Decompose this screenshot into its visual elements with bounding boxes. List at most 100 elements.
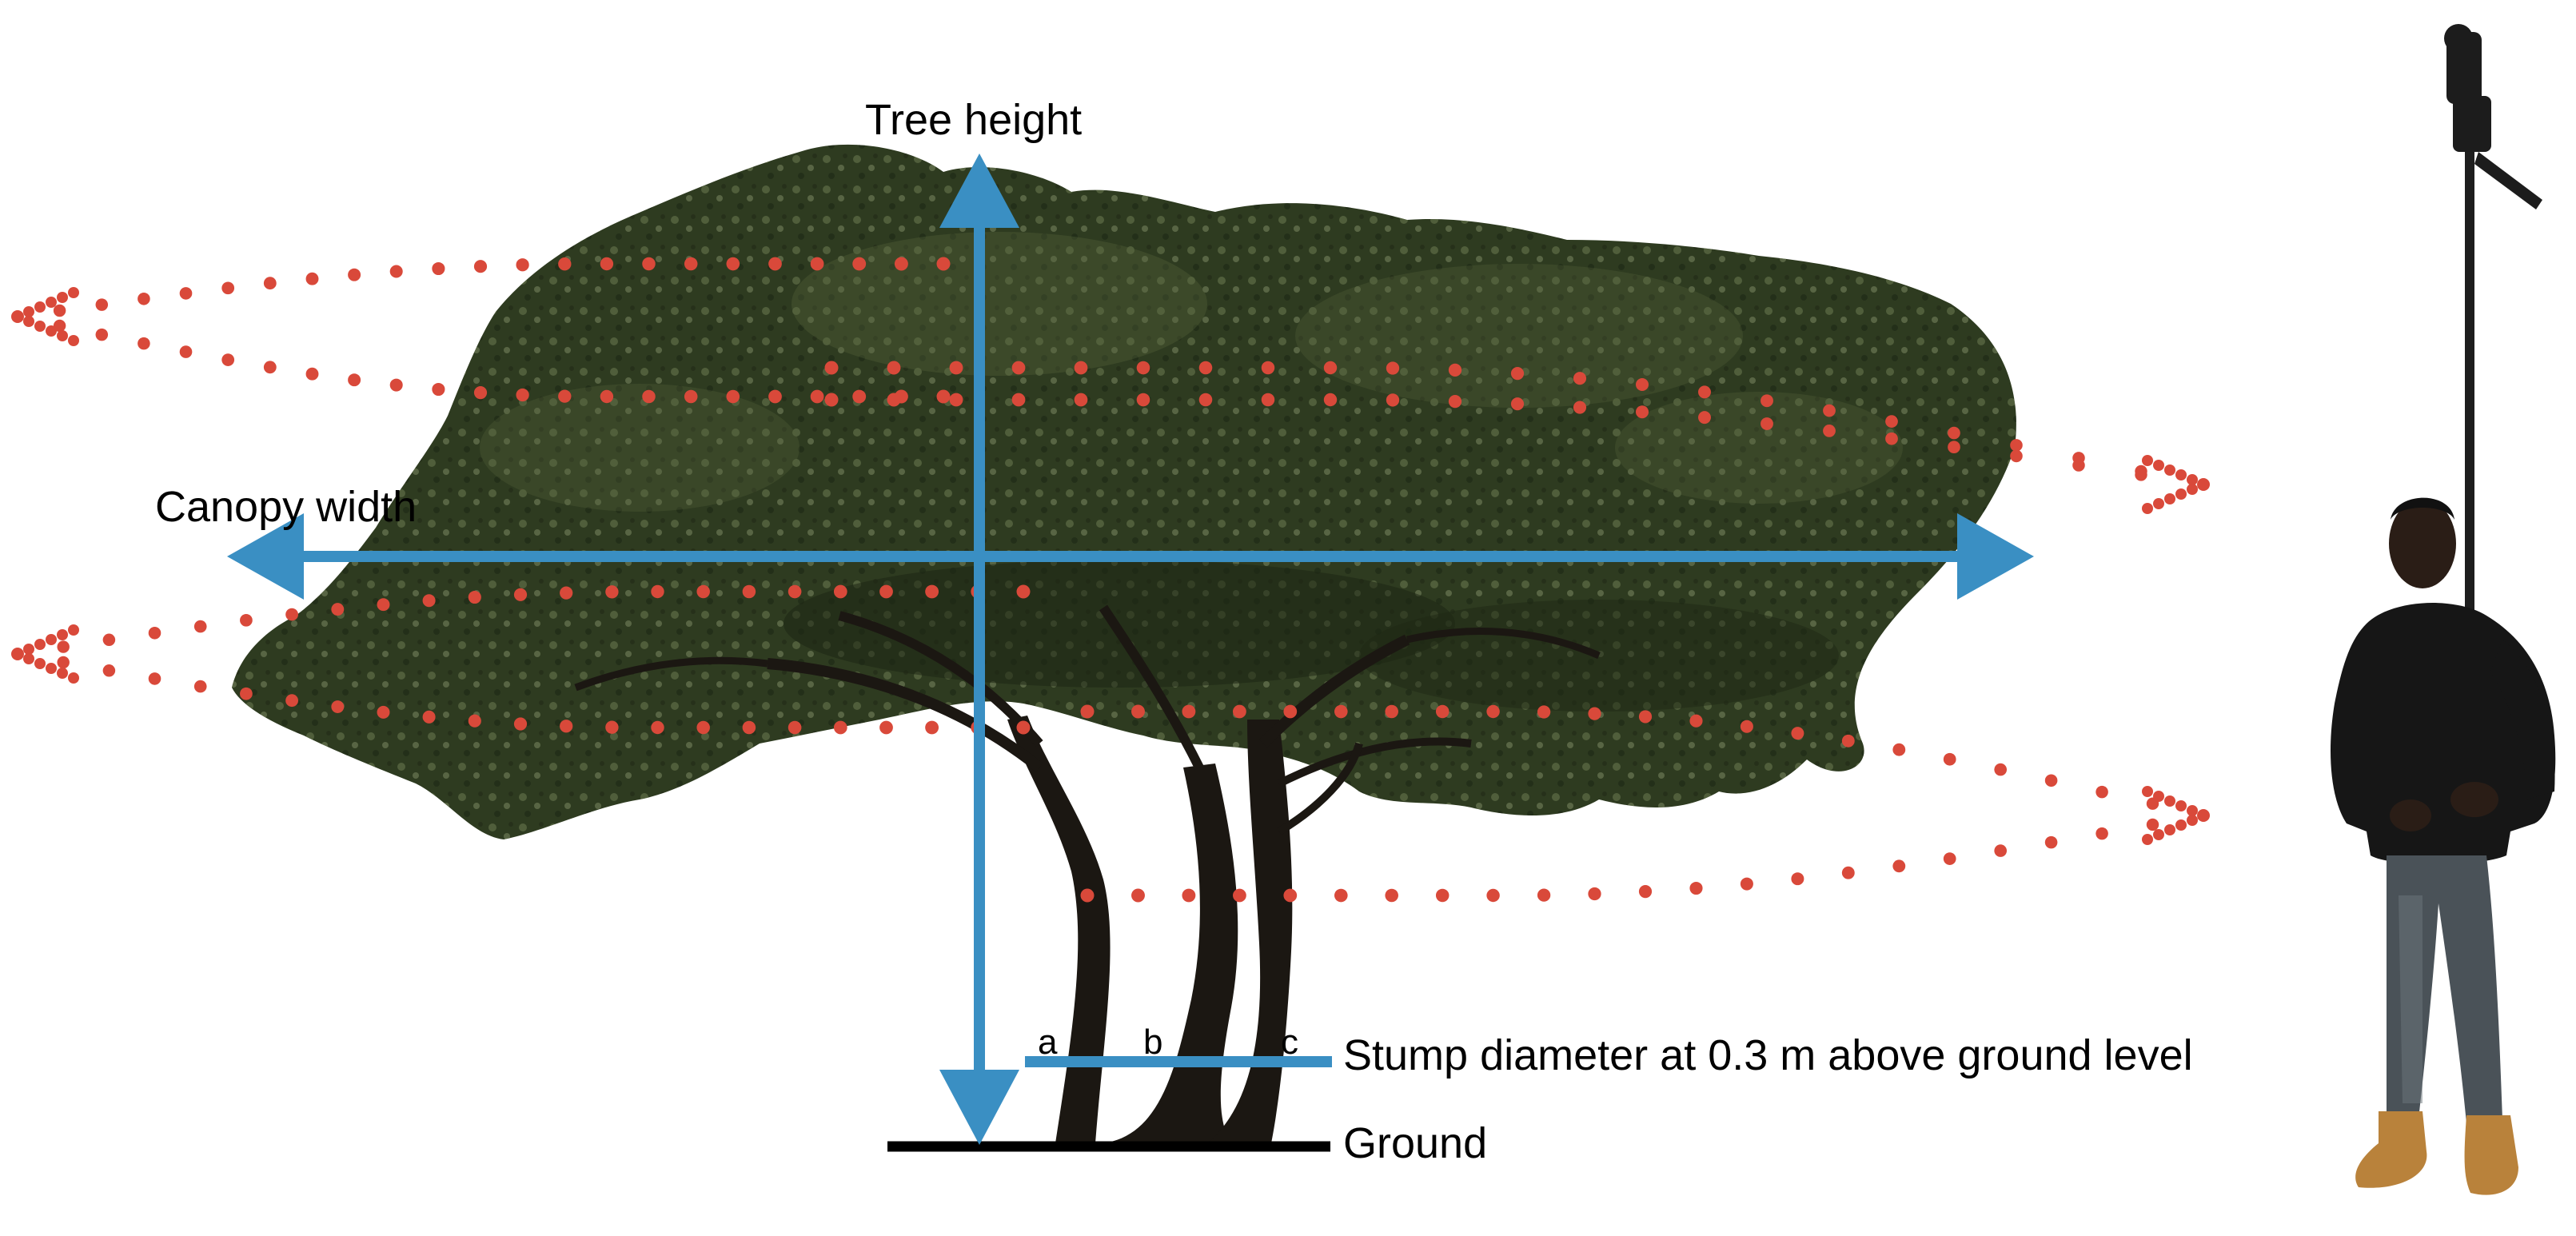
- scan-dot: [1385, 704, 1398, 719]
- scan-dot: [852, 257, 867, 271]
- scan-dot: [1823, 404, 1836, 417]
- scan-dot: [513, 717, 528, 731]
- scan-dot: [1885, 415, 1898, 428]
- scan-dot: [558, 257, 572, 271]
- scan-dot: [23, 644, 34, 655]
- scan-dot: [1791, 727, 1804, 740]
- tree-trunk: [574, 604, 1601, 1143]
- scan-dot: [1573, 401, 1587, 414]
- canopy-width-arrow: [227, 513, 2034, 600]
- scan-dot: [305, 367, 319, 381]
- scan-dot: [1198, 361, 1213, 375]
- scan-dot: [516, 258, 529, 272]
- scan-dot: [1689, 714, 1703, 728]
- scan-dot: [1761, 417, 1773, 430]
- scan-dot: [1588, 707, 1601, 720]
- scan-dot: [2135, 468, 2147, 481]
- scan-dot: [46, 663, 57, 674]
- scan-dot: [684, 257, 698, 271]
- scan-dot: [1448, 394, 1462, 409]
- scan-dot: [305, 272, 319, 285]
- scan-dot: [331, 603, 345, 616]
- scan-dot: [833, 720, 847, 735]
- scan-dot: [57, 292, 68, 303]
- scan-dot: [651, 584, 664, 599]
- scan-dot: [389, 378, 403, 392]
- scan-dot: [560, 720, 573, 733]
- scan-dot: [138, 293, 150, 305]
- scan-dot: [1510, 397, 1525, 411]
- scan-dot: [2164, 493, 2175, 504]
- arrowhead-down: [939, 1070, 1019, 1145]
- scan-dot: [348, 268, 361, 281]
- scan-dot: [1261, 393, 1275, 407]
- scan-dot: [1994, 844, 2008, 857]
- scan-dot: [2010, 439, 2023, 452]
- stem-label-b: b: [1143, 1023, 1162, 1062]
- scan-dot: [1198, 393, 1213, 407]
- scan-dot: [1386, 393, 1400, 407]
- scan-dot: [377, 705, 390, 719]
- scan-dot: [221, 281, 235, 295]
- scan-dot: [432, 261, 445, 276]
- scan-dot: [2164, 795, 2175, 807]
- scan-dot: [1841, 734, 1855, 748]
- scan-dot: [2010, 449, 2023, 463]
- scan-dot: [651, 720, 664, 735]
- scan-dot: [263, 361, 277, 374]
- scan-dot: [53, 319, 66, 333]
- scan-dot: [2153, 498, 2164, 509]
- scan-dot: [468, 714, 481, 728]
- scan-dot: [57, 640, 70, 653]
- scan-dot: [2153, 829, 2164, 840]
- scan-dot: [57, 668, 68, 679]
- scan-dot: [389, 265, 403, 278]
- scan-dot: [1385, 888, 1398, 903]
- scan-dot: [824, 361, 839, 375]
- scan-dot: [34, 321, 46, 332]
- scan-dot: [810, 389, 824, 404]
- canopy-width-label: Canopy width: [155, 483, 417, 531]
- scan-dot: [1016, 720, 1031, 735]
- scan-dot: [2146, 818, 2159, 831]
- scan-dot: [1635, 405, 1649, 419]
- scan-dot: [894, 257, 908, 271]
- scan-dot: [1131, 704, 1145, 719]
- scan-dot: [1510, 367, 1525, 381]
- scan-dot: [348, 373, 361, 387]
- scan-dot: [925, 720, 939, 735]
- scan-dot: [2044, 774, 2058, 787]
- scan-dot: [949, 393, 963, 407]
- scan-dot: [1074, 393, 1088, 407]
- scan-dot: [887, 393, 901, 407]
- scan-dot: [1885, 432, 1898, 445]
- scan-dot: [2175, 488, 2187, 500]
- scan-dot: [1698, 385, 1711, 399]
- scan-dot: [605, 585, 619, 599]
- scan-dot: [2072, 459, 2085, 472]
- scan-dot: [1016, 584, 1031, 599]
- scan-dot: [788, 584, 802, 599]
- scan-dot: [1136, 393, 1150, 407]
- scan-dot: [879, 720, 893, 735]
- scan-dot: [422, 594, 436, 608]
- scan-dot: [949, 361, 963, 375]
- scan-dot: [68, 287, 79, 298]
- scan-dot: [1074, 361, 1088, 375]
- scan-dot: [1761, 394, 1773, 408]
- scan-dot: [1435, 888, 1449, 903]
- scan-dot: [768, 257, 782, 271]
- scan-dot: [285, 694, 298, 708]
- scan-dot: [1841, 866, 1855, 879]
- scan-dot: [1573, 372, 1587, 385]
- tree-height-arrow: [939, 154, 1019, 1145]
- scan-dot: [1435, 704, 1449, 719]
- scan-dot: [263, 277, 277, 290]
- scan-dot: [1948, 441, 1960, 454]
- scan-dot: [879, 584, 893, 599]
- scan-dot: [1448, 363, 1462, 377]
- scan-dot: [2164, 464, 2175, 476]
- scan-dot: [331, 700, 345, 713]
- arrowhead-left: [227, 513, 304, 600]
